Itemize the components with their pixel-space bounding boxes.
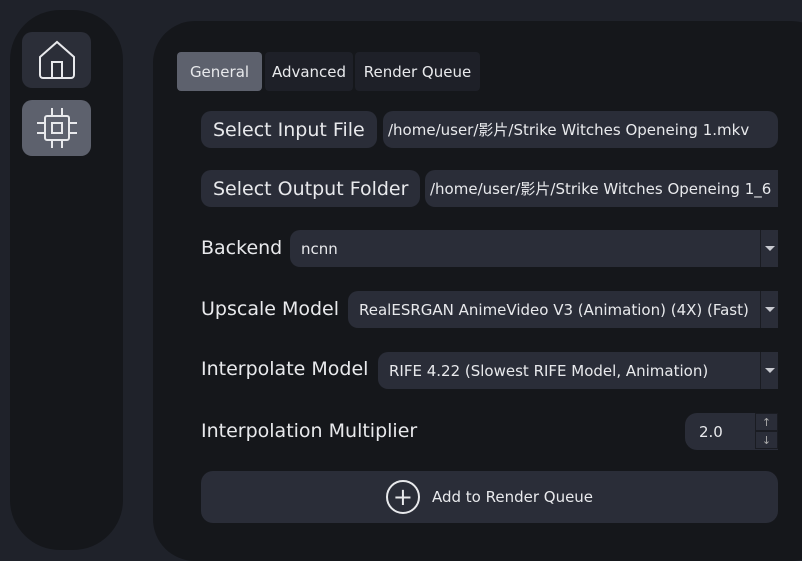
select-output-folder-button[interactable]: Select Output Folder: [201, 170, 421, 207]
interpolation-multiplier-label: Interpolation Multiplier: [201, 420, 418, 442]
backend-label: Backend: [201, 237, 283, 259]
home-nav-button[interactable]: [22, 32, 91, 88]
chevron-down-icon[interactable]: [760, 352, 778, 389]
interpolate-model-select[interactable]: RIFE 4.22 (Slowest RIFE Model, Animation…: [378, 352, 760, 389]
chip-icon: [36, 108, 77, 148]
plus-circle-icon: +: [385, 480, 420, 514]
spin-down-button[interactable]: ↓: [755, 431, 778, 449]
tab-render-queue[interactable]: Render Queue: [355, 52, 480, 91]
output-folder-path[interactable]: /home/user/影片/Strike Witches Openeing 1_…: [425, 170, 778, 207]
select-input-file-button[interactable]: Select Input File: [201, 111, 377, 148]
upscale-model-select[interactable]: RealESRGAN AnimeVideo V3 (Animation) (4X…: [348, 291, 760, 328]
tab-advanced[interactable]: Advanced: [265, 52, 353, 91]
processing-nav-button[interactable]: [22, 100, 91, 156]
chevron-down-icon[interactable]: [760, 291, 778, 328]
upscale-model-label: Upscale Model: [201, 298, 340, 320]
interpolate-model-label: Interpolate Model: [201, 358, 369, 380]
backend-select[interactable]: ncnn: [290, 230, 760, 267]
tab-general[interactable]: General: [177, 52, 262, 91]
add-to-render-queue-label: Add to Render Queue: [431, 488, 594, 506]
input-file-path[interactable]: /home/user/影片/Strike Witches Openeing 1.…: [383, 111, 778, 148]
spin-up-button[interactable]: ↑: [755, 413, 778, 431]
sidebar: [10, 10, 123, 550]
home-icon: [38, 40, 75, 79]
add-to-render-queue-button[interactable]: + Add to Render Queue: [201, 471, 778, 523]
chevron-down-icon[interactable]: [760, 230, 778, 267]
